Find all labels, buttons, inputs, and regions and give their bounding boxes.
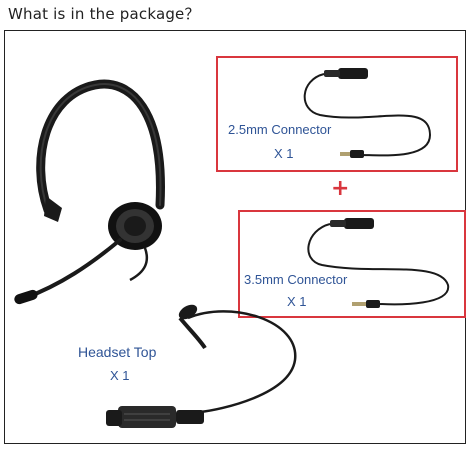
page-title: What is in the package？ <box>8 5 200 23</box>
headset-icon <box>14 79 165 305</box>
connector-cable-icon <box>303 68 432 158</box>
item-label-headset: Headset Top <box>78 344 157 360</box>
item-label-2-5mm: 2.5mm Connector <box>228 122 332 137</box>
item-quantity-headset: X 1 <box>110 368 130 383</box>
connector-cable-icon <box>307 218 450 308</box>
qd-cable-icon <box>106 304 297 428</box>
item-label-3-5mm: 3.5mm Connector <box>244 272 348 287</box>
item-quantity-2-5mm: X 1 <box>274 146 294 161</box>
item-quantity-3-5mm: X 1 <box>287 294 307 309</box>
plus-separator: + <box>331 176 350 201</box>
